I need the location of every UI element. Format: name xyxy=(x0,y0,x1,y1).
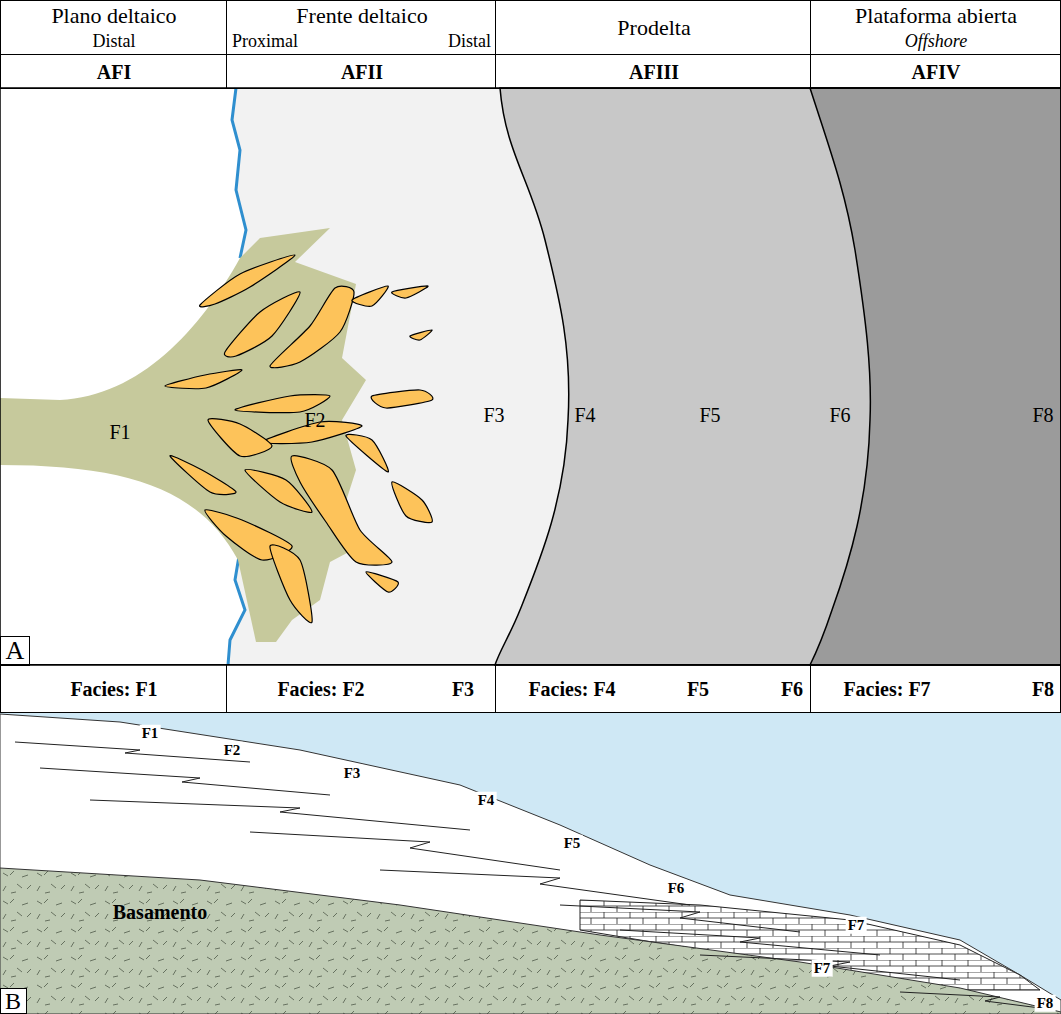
facies-label: F7 xyxy=(846,917,867,934)
facies-label: F8 xyxy=(1032,404,1053,426)
cell-text: Frente deltaico xyxy=(296,4,427,28)
facies-label: F4 xyxy=(476,792,497,809)
sand-bar xyxy=(270,286,354,368)
facies-label: F1 xyxy=(140,725,161,742)
sand-bar xyxy=(392,286,428,298)
facies-label: F6 xyxy=(666,880,687,897)
section-panel xyxy=(0,712,1061,1014)
facies-cell: Facies: F1 xyxy=(0,664,227,713)
facies-label: F5 xyxy=(562,835,583,852)
cell-text: Distal xyxy=(93,32,136,52)
cell-text: Proximal xyxy=(232,32,298,52)
facies-cell: Facies: F7 F8 xyxy=(810,664,1061,713)
sand-bar xyxy=(208,419,272,457)
sand-bars xyxy=(165,255,433,623)
panel-letter-text: A xyxy=(6,637,25,666)
sand-bar xyxy=(371,390,433,408)
cell-text: F6 xyxy=(781,678,803,700)
facies-label: F4 xyxy=(574,404,595,426)
panel-letter-text: B xyxy=(5,988,21,1014)
cell-text: Distal xyxy=(448,32,491,52)
column-header: Plataforma abiertaOffshore xyxy=(810,0,1061,55)
facies-label: F8 xyxy=(1035,995,1056,1012)
cell-text: Facies: F1 xyxy=(70,678,157,700)
sand-bar xyxy=(346,434,389,472)
sand-bar xyxy=(270,545,312,623)
cell-text: Facies: F2 xyxy=(277,678,364,700)
prodelta-zone xyxy=(495,88,1061,665)
delta-plain xyxy=(0,88,246,665)
cell-text: Facies: F4 xyxy=(528,678,615,700)
facies-label: F2 xyxy=(222,742,243,759)
facies-label: F1 xyxy=(109,421,130,443)
cell-text: Prodelta xyxy=(617,16,690,40)
column-header: Prodelta xyxy=(495,0,811,55)
sand-bar xyxy=(366,572,399,592)
facies-cell: Facies: F2 F3 xyxy=(226,664,496,713)
cell-text: F3 xyxy=(452,678,474,700)
facies-label: F3 xyxy=(342,765,363,782)
sand-bar xyxy=(170,456,236,495)
cell-text: Offshore xyxy=(905,32,967,52)
map-panel xyxy=(0,88,1061,665)
cell-text: Plataforma abierta xyxy=(855,4,1017,28)
cell-text: AFI xyxy=(97,61,131,83)
interfingering-lines xyxy=(15,742,1040,1008)
sand-bar xyxy=(291,456,392,565)
cell-text: AFIV xyxy=(912,61,961,83)
cell-text: AFII xyxy=(341,61,383,83)
cell-text: Plano deltaico xyxy=(51,4,176,28)
panel-letter: B xyxy=(0,988,27,1014)
offshore-zone xyxy=(810,88,1061,665)
facies-label: F2 xyxy=(304,409,325,431)
sediment-wedge xyxy=(0,714,1061,1014)
facies-label: F3 xyxy=(483,404,504,426)
column-header: Plano deltaicoDistal xyxy=(0,0,227,55)
cell-text: AFIII xyxy=(629,61,679,83)
region-label: Basamento xyxy=(113,901,207,923)
cell-text: F5 xyxy=(687,678,709,700)
sand-bar xyxy=(410,330,432,340)
association-cell: AFIV xyxy=(810,54,1061,89)
association-cell: AFII xyxy=(226,54,496,89)
association-cell: AFIII xyxy=(495,54,811,89)
cell-text: F8 xyxy=(1032,678,1054,700)
association-cell: AFI xyxy=(0,54,227,89)
cell-text: Facies: F7 xyxy=(843,678,930,700)
facies-label: F5 xyxy=(699,404,720,426)
delta-plain-lobe xyxy=(0,228,366,642)
sand-bar xyxy=(165,370,242,389)
facies-cell: Facies: F4 F5 F6 xyxy=(495,664,811,713)
facies-label: F7 xyxy=(812,960,833,977)
facies-label: F6 xyxy=(829,404,850,426)
panel-letter: A xyxy=(0,636,30,666)
sand-bar xyxy=(392,482,433,523)
sand-bar xyxy=(352,286,388,306)
column-header: Frente deltaicoProximal Distal xyxy=(226,0,496,55)
